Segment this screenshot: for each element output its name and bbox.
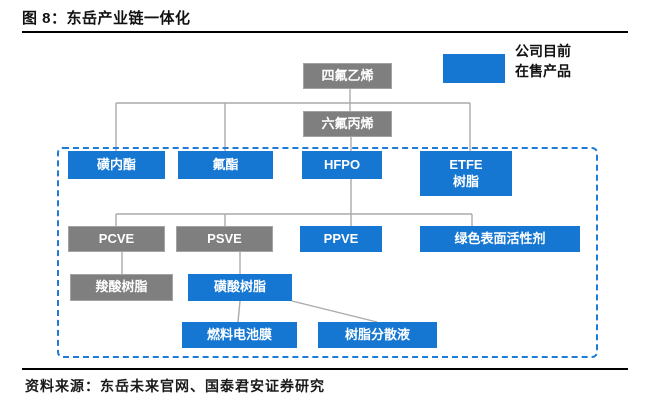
node-ppve: PPVE bbox=[300, 226, 382, 252]
node-fuel-cell-membrane: 燃料电池膜 bbox=[182, 322, 297, 348]
node-sultone: 磺内酯 bbox=[68, 151, 165, 179]
node-label: 羧酸树脂 bbox=[95, 279, 148, 295]
node-psve: PSVE bbox=[176, 226, 273, 252]
node-label: 六氟丙烯 bbox=[321, 115, 374, 131]
node-label: 绿色表面活性剂 bbox=[454, 230, 546, 246]
source-citation: 资料来源：东岳未来官网、国泰君安证券研究 bbox=[25, 379, 325, 395]
node-label: 燃料电池膜 bbox=[206, 326, 272, 342]
node-pcve: PCVE bbox=[68, 226, 165, 252]
source-divider-line bbox=[22, 368, 628, 370]
node-etfe-resin: ETFE 树脂 bbox=[420, 151, 512, 196]
node-label: 磺内酯 bbox=[96, 156, 136, 172]
node-fluoroester: 氟酯 bbox=[178, 151, 273, 179]
legend-label: 公司目前 在售产品 bbox=[515, 43, 571, 80]
node-label: PPVE bbox=[323, 230, 359, 246]
node-green-surfactant: 绿色表面活性剂 bbox=[420, 226, 580, 252]
node-hfpo: HFPO bbox=[302, 151, 382, 179]
figure-title: 图 8：东岳产业链一体化 bbox=[22, 10, 191, 27]
node-label-line2: 树脂 bbox=[452, 173, 479, 189]
node-label: PSVE bbox=[207, 230, 242, 246]
node-label: 氟酯 bbox=[212, 156, 239, 172]
node-label: 树脂分散液 bbox=[344, 326, 410, 342]
node-label: HFPO bbox=[323, 156, 361, 172]
node-hexafluoropropylene: 六氟丙烯 bbox=[303, 111, 392, 137]
title-divider-line bbox=[22, 31, 628, 33]
node-sulfonic-resin: 磺酸树脂 bbox=[188, 274, 292, 301]
node-tetrafluoroethylene: 四氟乙烯 bbox=[303, 63, 392, 89]
legend-color-swatch bbox=[443, 54, 505, 83]
onsale-products-dashed-frame bbox=[57, 147, 598, 358]
node-label: 磺酸树脂 bbox=[213, 279, 266, 295]
node-label-line1: ETFE bbox=[449, 156, 483, 172]
node-label: PCVE bbox=[98, 230, 135, 246]
node-label: 四氟乙烯 bbox=[321, 67, 374, 83]
node-resin-dispersion: 树脂分散液 bbox=[318, 322, 437, 348]
node-carboxylic-resin: 羧酸树脂 bbox=[70, 274, 173, 301]
